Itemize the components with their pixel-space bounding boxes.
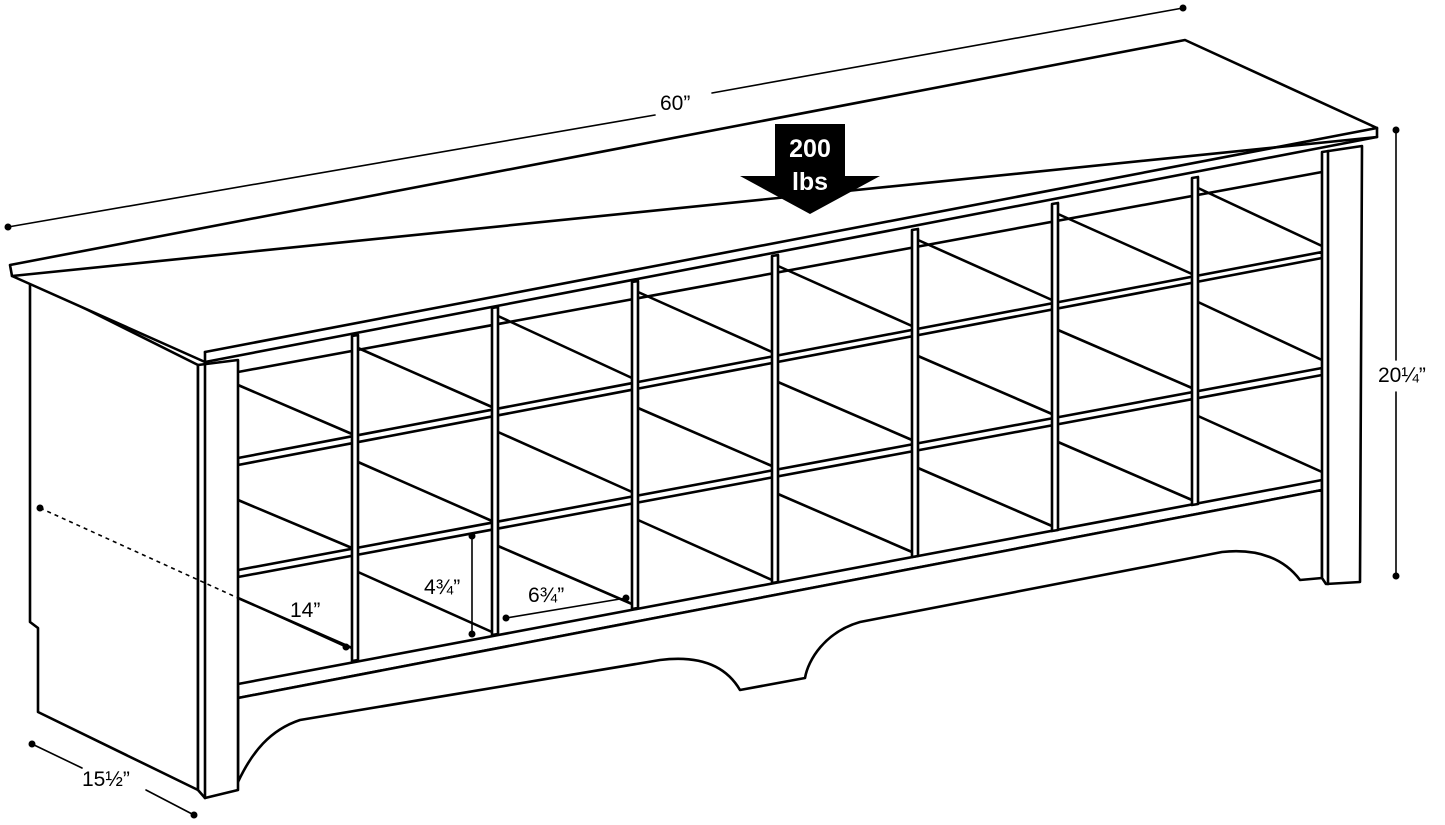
left-side-panel [28,279,200,792]
front-left-stile [196,358,240,800]
cubby-dividers [350,175,1200,663]
load-unit: lbs [792,168,828,196]
height-dimension: 20¼” [1378,126,1426,580]
cubby-height-label: 4¾” [424,576,460,599]
cubby-back [236,170,1324,374]
front-apron [236,488,1324,784]
depth-label: 15½” [82,768,130,791]
width-label: 60” [660,92,690,115]
cubby-depth-label: 14” [290,599,320,622]
cubby-width-label: 6¾” [528,584,564,607]
load-rating-arrow: 200 lbs [740,124,880,214]
height-label: 20¼” [1378,364,1426,387]
cubby-depth-dimension: 14” [36,504,350,651]
cubby-width-dimension: 6¾” [502,584,630,622]
load-value: 200 [789,135,831,163]
width-dimension: 60” [4,4,1187,231]
cubby-height-dimension: 4¾” [424,532,476,638]
front-right-stile [1320,144,1364,586]
bench-top [8,38,1379,364]
depth-dimension: 15½” [28,740,198,819]
